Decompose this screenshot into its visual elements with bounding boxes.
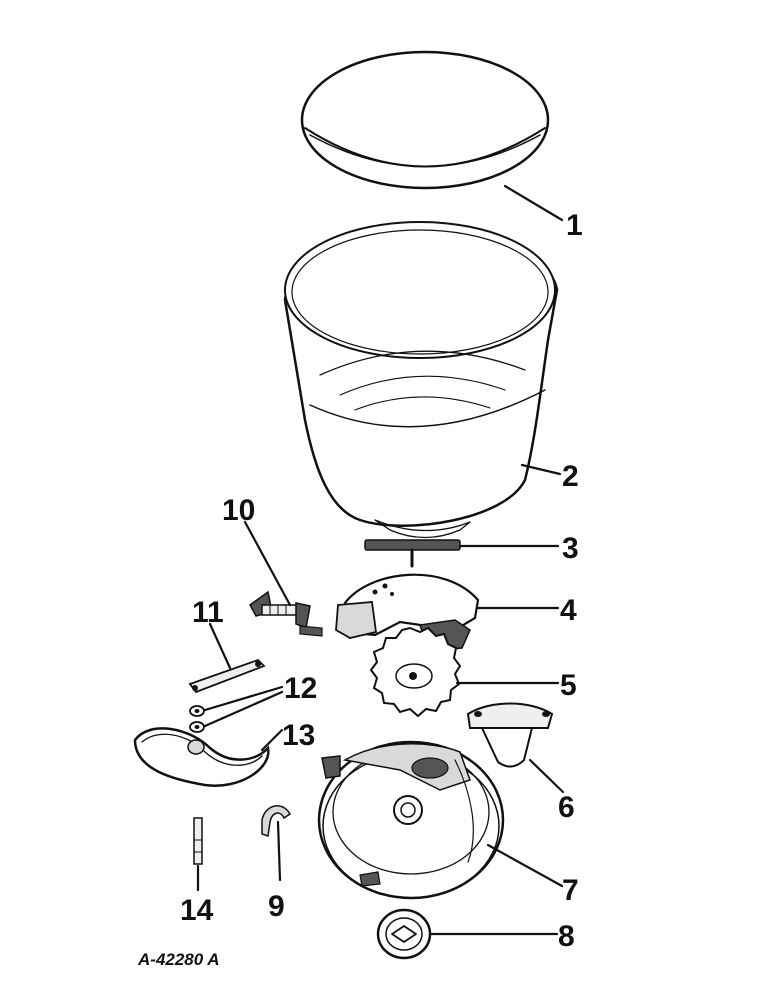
part-seed-plate xyxy=(369,626,462,718)
leader-12b xyxy=(203,690,284,728)
callout-12: 12 xyxy=(284,672,317,705)
callout-11: 11 xyxy=(192,596,224,629)
figure-reference: A-42280 A xyxy=(137,950,220,969)
part-shaft xyxy=(364,539,461,568)
part-hopper-bottom xyxy=(317,740,505,900)
leader-10 xyxy=(243,520,292,607)
callout-14: 14 xyxy=(180,894,214,927)
part-seed-cup xyxy=(466,702,554,768)
part-lid xyxy=(300,50,550,190)
callout-2: 2 xyxy=(562,460,579,493)
leader-9 xyxy=(276,820,282,882)
callout-9: 9 xyxy=(268,890,285,923)
callout-10: 10 xyxy=(222,494,255,527)
part-bushing xyxy=(376,908,432,960)
callout-4: 4 xyxy=(560,594,577,627)
part-washers xyxy=(189,705,205,733)
leader-7 xyxy=(486,843,564,888)
callout-8: 8 xyxy=(558,920,575,953)
leader-lines xyxy=(196,184,565,936)
callout-13: 13 xyxy=(282,719,315,752)
part-spring xyxy=(133,727,270,787)
leader-12a xyxy=(203,685,284,712)
part-hopper xyxy=(283,221,559,539)
callout-6: 6 xyxy=(558,791,575,824)
callout-7: 7 xyxy=(562,874,579,907)
callout-3: 3 xyxy=(562,532,579,565)
leader-11 xyxy=(208,622,232,670)
part-cutoff-lever xyxy=(249,590,323,637)
callout-labels: 1 2 3 4 5 6 7 8 9 10 11 12 13 14 xyxy=(180,209,583,953)
part-pin xyxy=(193,817,203,865)
leader-1 xyxy=(503,184,564,222)
part-link xyxy=(188,658,266,694)
leader-6 xyxy=(528,758,565,794)
leader-2 xyxy=(520,463,562,476)
callout-5: 5 xyxy=(560,669,577,702)
part-clip xyxy=(261,805,291,837)
leader-13 xyxy=(260,728,284,752)
callout-1: 1 xyxy=(566,209,583,242)
